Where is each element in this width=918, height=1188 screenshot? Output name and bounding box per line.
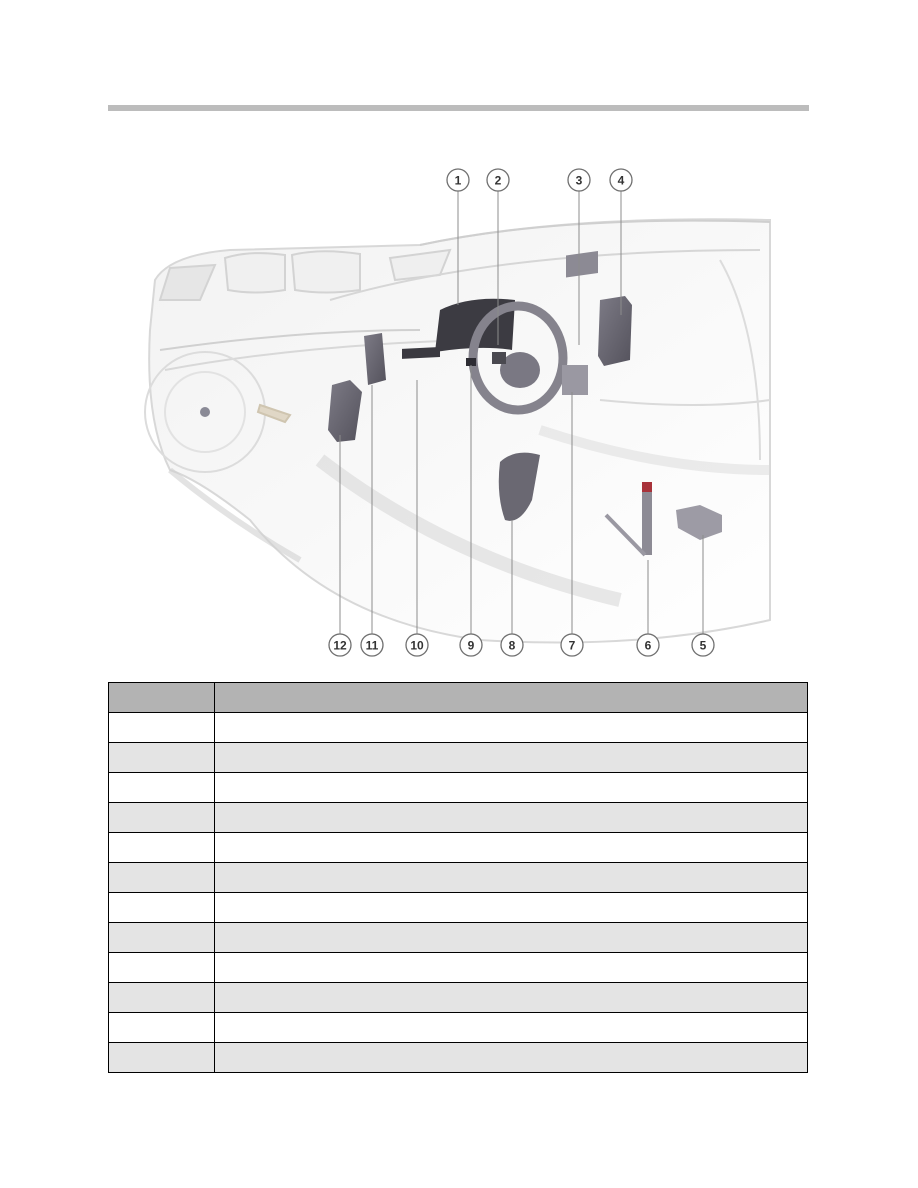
table-row <box>108 892 808 923</box>
svg-text:6: 6 <box>645 639 652 653</box>
table-row <box>108 772 808 803</box>
row-index <box>108 922 215 953</box>
row-explanation <box>214 832 808 863</box>
table-header-row <box>108 682 808 713</box>
svg-text:7: 7 <box>569 639 576 653</box>
header-explanation <box>214 682 808 713</box>
row-index <box>108 742 215 773</box>
row-explanation <box>214 1012 808 1043</box>
svg-text:8: 8 <box>509 639 516 653</box>
callout-5: 5 <box>691 633 715 657</box>
svg-text:12: 12 <box>333 639 347 653</box>
table-row <box>108 742 808 773</box>
callouts-top: 1 2 3 4 <box>446 168 633 345</box>
callout-10: 10 <box>405 633 429 657</box>
table-row <box>108 922 808 953</box>
row-index <box>108 952 215 983</box>
row-index <box>108 862 215 893</box>
row-explanation <box>214 922 808 953</box>
row-index <box>108 712 215 743</box>
table-row <box>108 982 808 1013</box>
callout-3: 3 <box>567 168 591 192</box>
svg-text:10: 10 <box>410 639 424 653</box>
row-explanation <box>214 862 808 893</box>
callout-7: 7 <box>560 633 584 657</box>
callout-1: 1 <box>446 168 470 192</box>
row-index <box>108 802 215 833</box>
table-row <box>108 802 808 833</box>
header-rule <box>108 105 809 111</box>
callout-9: 9 <box>459 633 483 657</box>
vehicle-illustration: 1 2 3 4 12 11 <box>144 168 771 657</box>
row-index <box>108 892 215 923</box>
row-index <box>108 772 215 803</box>
legend-table <box>108 682 808 1073</box>
table-row <box>108 712 808 743</box>
svg-text:11: 11 <box>366 639 379 653</box>
callout-2: 2 <box>486 168 510 192</box>
row-explanation <box>214 802 808 833</box>
row-explanation <box>214 952 808 983</box>
svg-text:3: 3 <box>576 174 583 188</box>
row-explanation <box>214 982 808 1013</box>
row-explanation <box>214 1042 808 1073</box>
row-explanation <box>214 712 808 743</box>
row-explanation <box>214 892 808 923</box>
callout-6: 6 <box>636 633 660 657</box>
callouts-bottom: 12 11 10 9 8 7 6 5 <box>328 365 715 657</box>
components <box>328 250 722 557</box>
callout-4: 4 <box>609 168 633 192</box>
svg-text:9: 9 <box>468 639 475 653</box>
svg-text:2: 2 <box>495 174 502 188</box>
svg-text:4: 4 <box>618 174 625 188</box>
row-index <box>108 832 215 863</box>
table-row <box>108 862 808 893</box>
callout-8: 8 <box>500 633 524 657</box>
callout-12: 12 <box>328 633 352 657</box>
table-row <box>108 1012 808 1043</box>
row-index <box>108 982 215 1013</box>
table-row <box>108 832 808 863</box>
row-explanation <box>214 772 808 803</box>
svg-text:1: 1 <box>455 174 462 188</box>
table-row <box>108 952 808 983</box>
callout-11: 11 <box>360 633 384 657</box>
row-index <box>108 1042 215 1073</box>
table-row <box>108 1042 808 1073</box>
header-index <box>108 682 215 713</box>
svg-text:5: 5 <box>700 639 707 653</box>
row-explanation <box>214 742 808 773</box>
row-index <box>108 1012 215 1043</box>
